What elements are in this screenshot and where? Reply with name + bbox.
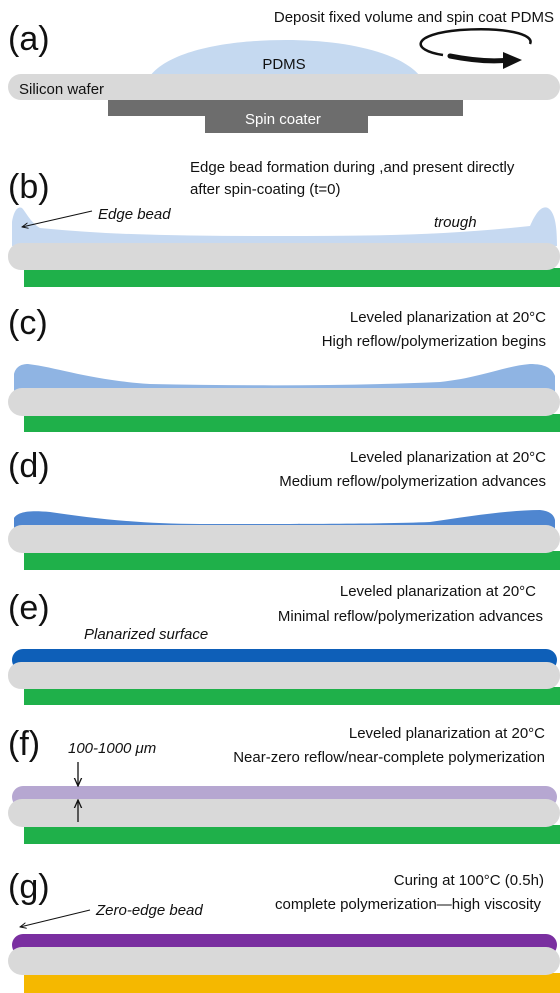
film-c: [14, 364, 555, 392]
panel-f-caption-line2: Near-zero reflow/near-complete polymeriz…: [233, 749, 545, 766]
panel-b-caption-line1: Edge bead formation during ,and present …: [190, 159, 515, 176]
panel-d-caption-line1: Leveled planarization at 20°C: [350, 449, 546, 466]
panel-d-letter: (d): [8, 447, 50, 485]
zero-edge-bead-arrow: [20, 909, 91, 927]
panel-b-letter: (b): [8, 168, 50, 206]
panel-d-caption-line2: Medium reflow/polymerization advances: [279, 473, 546, 490]
substrate-d: [24, 551, 560, 570]
wafer-b: [8, 243, 560, 270]
trough-label: trough: [434, 214, 477, 231]
panel-f-caption-line1: Leveled planarization at 20°C: [349, 725, 545, 742]
wafer-c: [8, 388, 560, 416]
panel-e-caption-line1: Leveled planarization at 20°C: [340, 583, 536, 600]
panel-c-caption-line2: High reflow/polymerization begins: [322, 333, 546, 350]
panel-d: (d) Leveled planarization at 20°C Medium…: [8, 447, 560, 570]
panel-f: (f) Leveled planarization at 20°C Near-z…: [8, 725, 560, 844]
edge-bead-label: Edge bead: [98, 206, 171, 223]
planarized-surface-label: Planarized surface: [84, 626, 208, 643]
panel-c-caption-line1: Leveled planarization at 20°C: [350, 309, 546, 326]
wafer-label: Silicon wafer: [19, 81, 104, 98]
substrate-e: [24, 687, 560, 705]
panel-c-letter: (c): [8, 304, 48, 342]
zero-edge-bead-label: Zero-edge bead: [95, 902, 203, 919]
panel-g-caption-line2: complete polymerization—high viscosity: [275, 896, 541, 913]
substrate-f: [24, 825, 560, 844]
wafer-g: [8, 947, 560, 975]
panel-b: (b) Edge bead formation during ,and pres…: [8, 159, 560, 287]
spin-coater-base: [205, 110, 368, 133]
panel-g-letter: (g): [8, 868, 50, 906]
edge-bead-arrow: [22, 210, 93, 227]
panel-f-letter: (f): [8, 725, 40, 763]
silicon-wafer: [8, 74, 560, 100]
pdms-label: PDMS: [262, 56, 305, 73]
film-b-edge-bead: [12, 207, 557, 246]
panel-a-letter: (a): [8, 20, 50, 58]
panel-e: (e) Leveled planarization at 20°C Minima…: [8, 583, 560, 705]
spin-coater-label: Spin coater: [245, 111, 321, 128]
panel-e-letter: (e): [8, 589, 50, 627]
wafer-d: [8, 525, 560, 553]
panel-c: (c) Leveled planarization at 20°C High r…: [8, 304, 560, 432]
thickness-label: 100-1000 μm: [68, 740, 156, 757]
substrate-g: [24, 973, 560, 993]
wafer-e: [8, 662, 560, 689]
spin-coater-top: [108, 98, 463, 116]
wafer-f: [8, 799, 560, 827]
substrate-b: [24, 268, 560, 287]
panel-g-caption-line1: Curing at 100°C (0.5h): [394, 872, 544, 889]
panel-a: (a) Deposit fixed volume and spin coat P…: [8, 9, 560, 133]
panel-a-caption: Deposit fixed volume and spin coat PDMS: [274, 9, 554, 26]
substrate-c: [24, 414, 560, 432]
panel-e-caption-line2: Minimal reflow/polymerization advances: [278, 608, 543, 625]
panel-g: (g) Curing at 100°C (0.5h) complete poly…: [8, 868, 560, 993]
rotation-arrow-icon: [419, 28, 532, 69]
panel-b-caption-line2: after spin-coating (t=0): [190, 181, 341, 198]
pdms-drop: [150, 40, 420, 76]
